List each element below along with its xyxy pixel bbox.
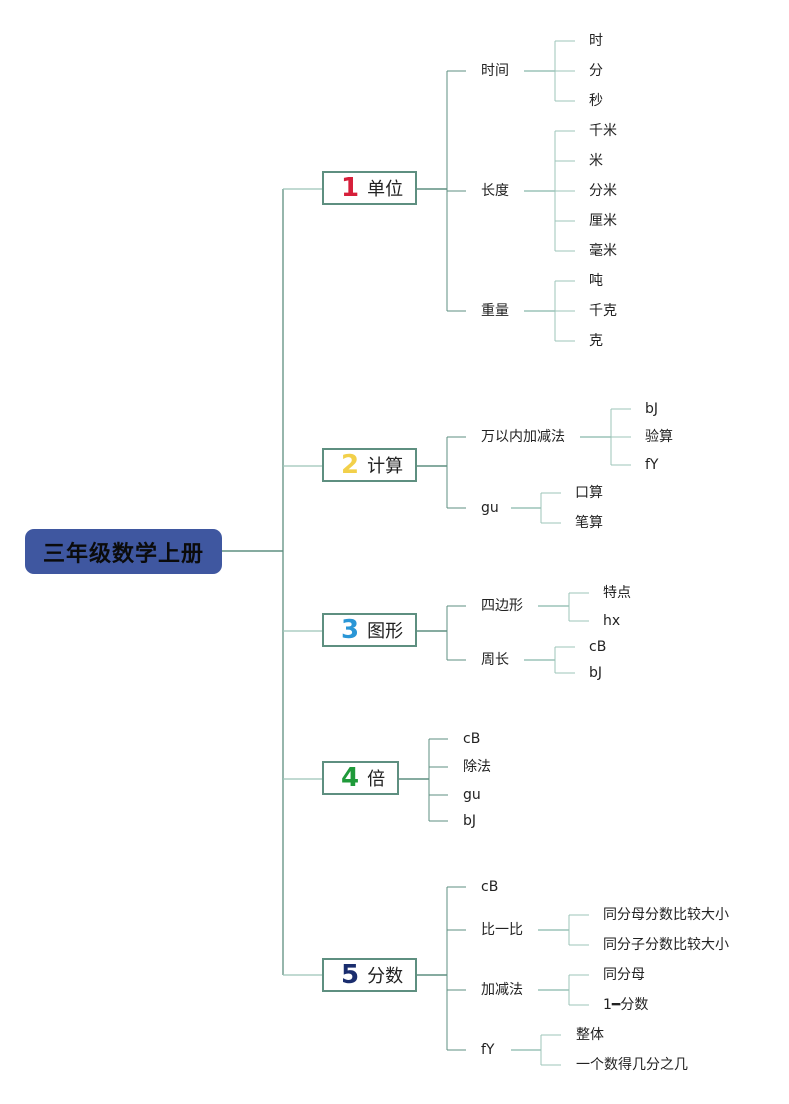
leaf-minute[interactable]: 分: [589, 63, 603, 79]
leaf-fraction-of-number[interactable]: 一个数得几分之几: [576, 1057, 688, 1073]
branch-1-node[interactable]: 1 单位: [322, 171, 417, 205]
topic-gu[interactable]: gu: [463, 787, 481, 803]
branch-3-label: 图形: [367, 621, 404, 642]
branch-1-label: 单位: [367, 179, 404, 200]
leaf-written-calc[interactable]: 笔算: [575, 515, 603, 531]
root-title: 三年级数学上册: [42, 541, 204, 567]
leaf-same-denominator[interactable]: 同分母: [603, 967, 645, 983]
leaf-bj[interactable]: bJ: [589, 665, 603, 681]
topic-bj[interactable]: bJ: [463, 813, 477, 829]
leaf-check-calculation[interactable]: 验算: [645, 429, 673, 445]
leaf-decimeter[interactable]: 分米: [589, 183, 617, 199]
leaf-features[interactable]: 特点: [603, 585, 631, 601]
branch-5-number: 5: [341, 960, 360, 990]
leaf-same-numerator-compare[interactable]: 同分子分数比较大小: [603, 937, 729, 953]
leaf-kilometer[interactable]: 千米: [589, 123, 617, 139]
branch-3-number: 3: [341, 615, 360, 645]
branch-3-node[interactable]: 3 图形: [322, 613, 417, 647]
topic-compare[interactable]: 比一比: [481, 922, 523, 938]
branch-2-node[interactable]: 2 计算: [322, 448, 417, 482]
topic-cb[interactable]: cB: [463, 731, 481, 747]
leaf-fy[interactable]: fY: [645, 457, 659, 473]
leaf-same-denominator-compare[interactable]: 同分母分数比较大小: [603, 907, 729, 923]
leaf-hour[interactable]: 时: [589, 33, 603, 49]
leaf-ton[interactable]: 吨: [589, 273, 603, 289]
leaf-hx[interactable]: hx: [603, 613, 621, 629]
topic-fraction-add-subtract[interactable]: 加减法: [481, 982, 523, 998]
branch-2-number: 2: [341, 450, 360, 480]
leaf-cb[interactable]: cB: [589, 639, 607, 655]
leaf-centimeter[interactable]: 厘米: [589, 213, 617, 229]
topic-length[interactable]: 长度: [481, 183, 509, 199]
topic-perimeter[interactable]: 周长: [481, 652, 509, 668]
topic-weight[interactable]: 重量: [481, 303, 509, 319]
topic-cb[interactable]: cB: [481, 879, 499, 895]
leaf-gram[interactable]: 克: [589, 333, 603, 349]
leaf-one-minus-fraction[interactable]: 1━分数: [603, 997, 649, 1013]
topic-time[interactable]: 时间: [481, 63, 509, 79]
branch-2-label: 计算: [367, 456, 404, 477]
branch-5-node[interactable]: 5 分数: [322, 958, 417, 992]
branch-4-label: 倍: [367, 769, 386, 790]
topic-division[interactable]: 除法: [463, 759, 491, 775]
branch-1-number: 1: [341, 173, 360, 203]
leaf-whole[interactable]: 整体: [576, 1027, 604, 1043]
branch-4-node[interactable]: 4 倍: [322, 761, 399, 795]
topic-add-subtract-10000[interactable]: 万以内加减法: [481, 429, 565, 445]
branch-5-label: 分数: [367, 966, 404, 987]
leaf-meter[interactable]: 米: [589, 153, 603, 169]
leaf-bj[interactable]: bJ: [645, 401, 659, 417]
root-node[interactable]: 三年级数学上册: [25, 529, 222, 574]
topic-quadrilateral[interactable]: 四边形: [481, 598, 523, 614]
leaf-mental-calc[interactable]: 口算: [575, 485, 603, 501]
leaf-second[interactable]: 秒: [589, 93, 603, 109]
branch-4-number: 4: [341, 763, 360, 793]
topic-fy[interactable]: fY: [481, 1042, 495, 1058]
leaf-kilogram[interactable]: 千克: [589, 303, 617, 319]
topic-gu[interactable]: gu: [481, 500, 499, 516]
leaf-millimeter[interactable]: 毫米: [589, 243, 617, 259]
